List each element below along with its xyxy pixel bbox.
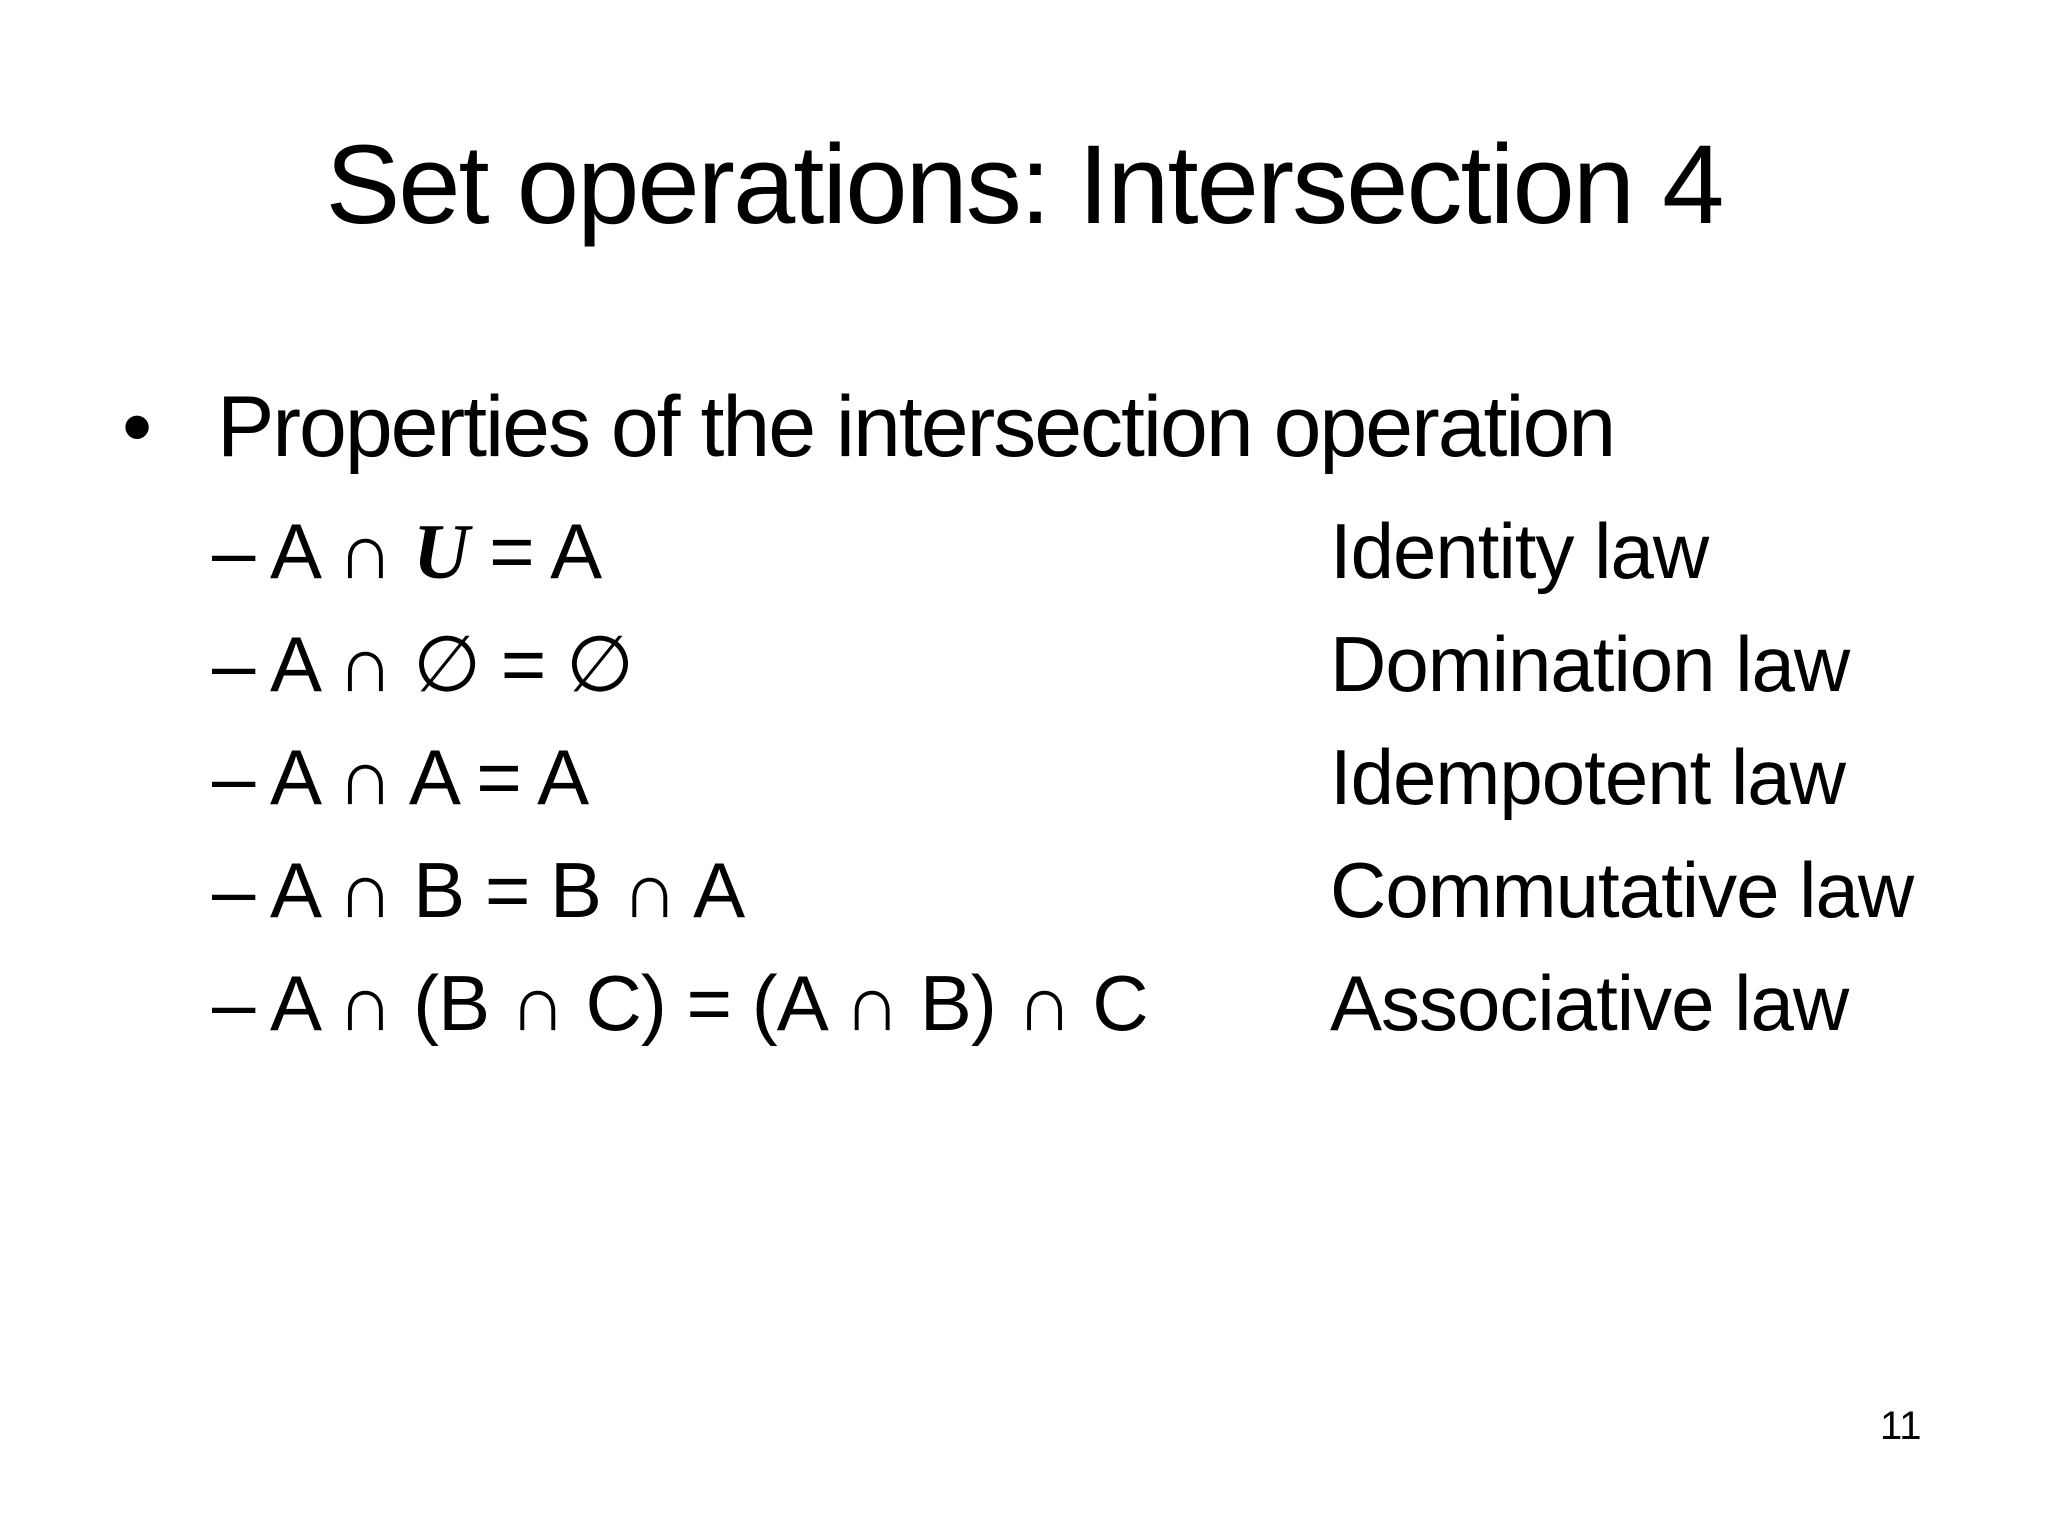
formula-text: = A xyxy=(468,507,602,595)
page-number: 11 xyxy=(1880,1404,1922,1448)
dash-marker: – xyxy=(212,959,255,1047)
property-row: –A ∩ ∅ = ∅Domination law xyxy=(212,608,2048,721)
dash-marker: – xyxy=(212,620,255,708)
formula-text: A ∩ A = A xyxy=(270,733,589,821)
property-row: –A ∩ A = A Idempotent law xyxy=(212,721,2048,834)
law-label: Commutative law xyxy=(1330,846,1914,934)
formula: A ∩ A = A xyxy=(270,721,1330,834)
formula: A ∩ B = B ∩ A xyxy=(270,834,1330,947)
property-row: –A ∩ B = B ∩ A Commutative law xyxy=(212,834,2048,947)
law-label: Domination law xyxy=(1330,620,1850,708)
law-label: Identity law xyxy=(1330,507,1709,595)
bullet-text: Properties of the intersection operation xyxy=(217,379,1616,475)
formula: A ∩ (B ∩ C) = (A ∩ B) ∩ C xyxy=(270,947,1330,1060)
law-label: Associative law xyxy=(1330,959,1849,1047)
slide-title: Set operations: Intersection 4 xyxy=(325,122,1725,247)
formula: A ∩ U = A xyxy=(270,495,1330,608)
universal-set-symbol: U xyxy=(413,508,469,595)
dash-marker: – xyxy=(212,733,255,821)
bullet-marker: • xyxy=(122,379,153,475)
law-label: Idempotent law xyxy=(1330,733,1846,821)
formula-text: A ∩ (B ∩ C) = (A ∩ B) ∩ C xyxy=(270,959,1149,1047)
formula: A ∩ ∅ = ∅ xyxy=(270,608,1330,722)
formula-text: A ∩ xyxy=(270,620,414,708)
formula-text: A ∩ xyxy=(270,507,414,595)
dash-marker: – xyxy=(212,846,255,934)
formula-text: = xyxy=(480,620,566,708)
dash-marker: – xyxy=(212,507,255,595)
formula-text: A ∩ B = B ∩ A xyxy=(270,846,745,934)
empty-set-symbol: ∅ xyxy=(566,620,634,710)
bullet-item: • Properties of the intersection operati… xyxy=(122,372,1616,482)
empty-set-symbol: ∅ xyxy=(413,620,481,710)
property-row: –A ∩ (B ∩ C) = (A ∩ B) ∩ C Associative la… xyxy=(212,947,2048,1060)
